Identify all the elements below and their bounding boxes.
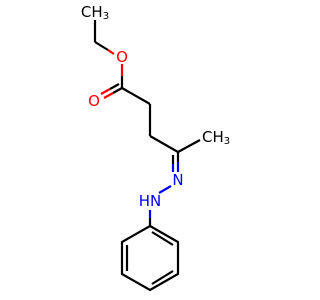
bond-ch2-oester-red — [107, 49, 115, 55]
bond-n-nh — [158, 185, 172, 194]
bond-c3-c4 — [149, 135, 179, 153]
atom-ch3-top: CH3 — [81, 3, 109, 22]
atom-ch3-right: CH3 — [202, 128, 230, 147]
bond-c1-ocarbonyl-b-black — [109, 83, 120, 90]
bond-c1-ocarbonyl-b-red — [100, 88, 111, 95]
bond-c4-ch3 — [177, 139, 201, 153]
phenyl-ring — [120, 224, 180, 292]
atom-hydrazine-nh: HN — [139, 192, 162, 210]
atom-imine-nitrogen: N — [172, 171, 183, 189]
bond-ch2-oester-black — [94, 41, 109, 51]
atom-ester-oxygen: O — [116, 48, 128, 66]
bond-c1-ocarbonyl-a-red — [103, 92, 114, 99]
phenyl-inner-bond-1 — [151, 231, 174, 246]
atom-carbonyl-oxygen: O — [88, 92, 100, 110]
bond-c1-c2 — [121, 87, 151, 105]
molecule-structure-diagram: CH3 O O CH3 N HN — [81, 3, 230, 292]
bond-c1-ocarbonyl-a-black — [112, 87, 123, 94]
phenyl-inner-bond-2 — [151, 270, 174, 285]
